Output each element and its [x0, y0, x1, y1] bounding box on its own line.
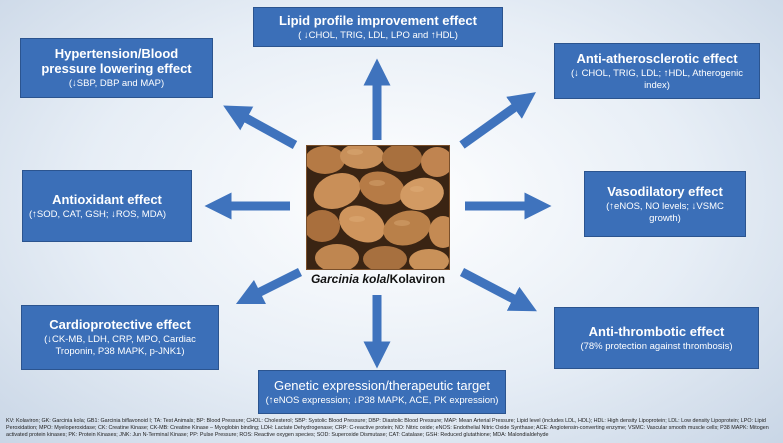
kola-nut-photo — [306, 145, 450, 270]
genetic-effect-box: Genetic expression/therapeutic target (↑… — [258, 370, 506, 414]
arrow-to-atherosclerotic — [459, 92, 536, 149]
antioxidant-effect-detail: (↑SOD, CAT, GSH; ↓ROS, MDA) — [29, 208, 167, 220]
center-label-rest: /Kolaviron — [386, 272, 446, 286]
vasodilatory-effect-box: Vasodilatory effect (↑eNOS, NO levels; ↓… — [584, 171, 746, 237]
arrow-to-cardioprotective — [235, 267, 303, 305]
center-label-genus: Garcinia kola — [310, 272, 387, 286]
atherosclerotic-effect-box: Anti-atherosclerotic effect (↓ CHOL, TRI… — [554, 43, 760, 99]
arrow-to-hypertension — [223, 105, 298, 149]
antithrombotic-effect-detail: (78% protection against thrombosis) — [580, 340, 733, 352]
lipid-effect-title: Lipid profile improvement effect — [279, 12, 477, 28]
abbreviations-footnote: KV: Kolaviron; GK: Garcinia kola; GB1: G… — [6, 418, 769, 438]
center-label: Garcinia kola/Kolaviron — [296, 272, 460, 286]
genetic-effect-detail: (↑eNOS expression; ↓P38 MAPK, ACE, PK ex… — [265, 394, 499, 406]
antioxidant-effect-title: Antioxidant effect — [52, 191, 162, 207]
lipid-effect-box: Lipid profile improvement effect ( ↓CHOL… — [253, 7, 503, 47]
lipid-effect-detail: ( ↓CHOL, TRIG, LDL, LPO and ↑HDL) — [298, 29, 458, 41]
cardioprotective-effect-detail: (↓CK-MB, LDH, CRP, MPO, Cardiac Troponin… — [44, 334, 196, 357]
cardioprotective-effect-title: Cardioprotective effect — [49, 317, 191, 332]
antithrombotic-effect-title: Anti-thrombotic effect — [588, 323, 725, 339]
vasodilatory-effect-detail: (↑eNOS, NO levels; ↓VSMC growth) — [606, 200, 724, 224]
antithrombotic-effect-box: Anti-thrombotic effect (78% protection a… — [554, 307, 759, 369]
vasodilatory-effect-title: Vasodilatory effect — [607, 183, 723, 199]
genetic-effect-title: Genetic expression/therapeutic target — [273, 377, 491, 393]
hypertension-effect-detail: (↓SBP, DBP and MAP) — [68, 78, 165, 89]
atherosclerotic-effect-title: Anti-atherosclerotic effect — [576, 50, 738, 66]
cardioprotective-effect-box: Cardioprotective effect (↓CK-MB, LDH, CR… — [21, 305, 219, 370]
hypertension-effect-title: Hypertension/Blood pressure lowering eff… — [41, 46, 192, 76]
antioxidant-effect-box: Antioxidant effect (↑SOD, CAT, GSH; ↓ROS… — [22, 170, 192, 242]
arrow-to-antithrombotic — [459, 268, 537, 312]
hypertension-effect-box: Hypertension/Blood pressure lowering eff… — [20, 38, 213, 98]
atherosclerotic-effect-detail: (↓ CHOL, TRIG, LDL; ↑HDL, Atherogenic in… — [571, 67, 743, 91]
